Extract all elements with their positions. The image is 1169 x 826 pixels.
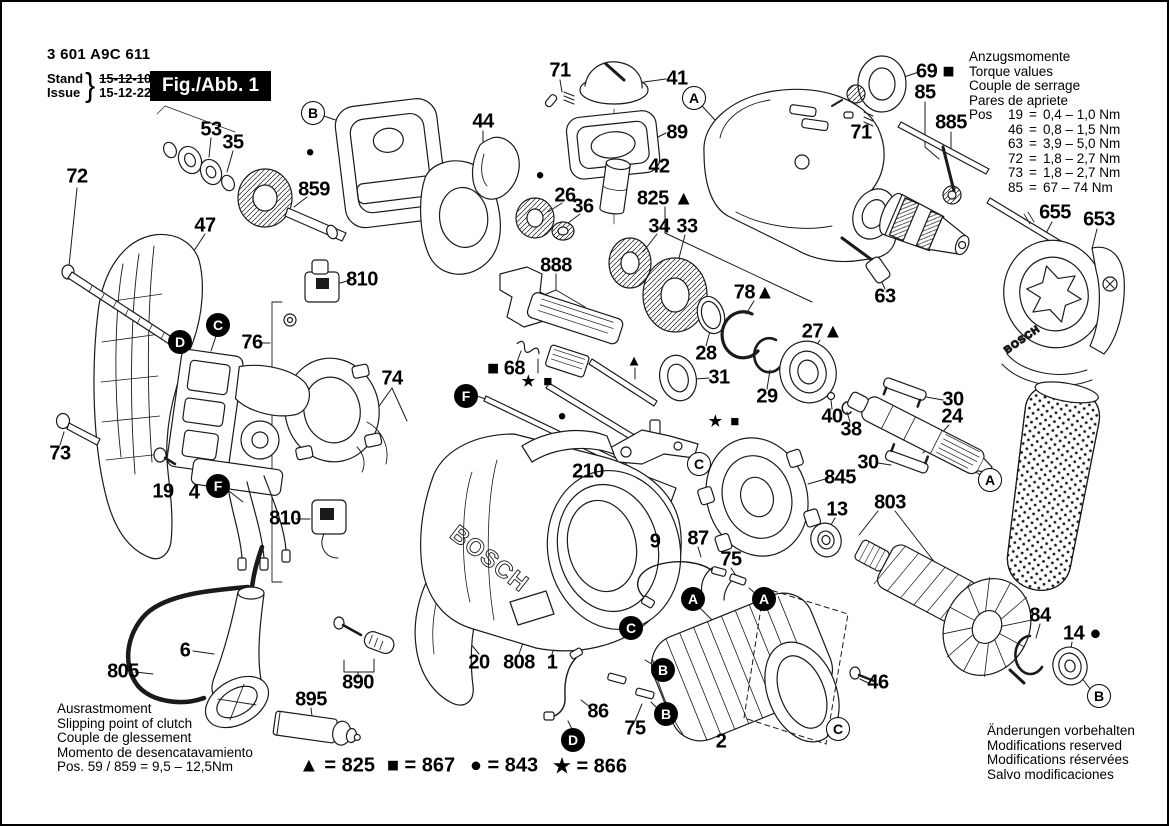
- stand-label: Stand: [47, 71, 84, 86]
- torque-title-de: Anzugsmomente: [969, 49, 1071, 64]
- torque-row: 63=3,9 – 5,0 Nm: [1007, 136, 1121, 151]
- part-bearing-plate-845: [697, 437, 842, 558]
- legend-triangle: ▲ = 825: [299, 754, 375, 777]
- issue-label: Issue: [47, 85, 81, 100]
- part-switch: [153, 349, 310, 571]
- part-wires: [543, 561, 747, 721]
- part-shift-lever: [609, 419, 699, 465]
- legend-circle: ● = 843: [469, 754, 539, 777]
- part-mode-dial: [544, 61, 661, 215]
- figure-label: Fig./Abb. 1: [150, 71, 272, 101]
- part-gear-housing: [334, 98, 520, 275]
- part-brush-plate: [271, 259, 388, 583]
- torque-title-en: Torque values: [969, 63, 1054, 79]
- torque-title-fr: Couple de serrage: [969, 78, 1081, 93]
- torque-table: Anzugsmomente Torque values Couple de se…: [969, 49, 1121, 195]
- part-clamp-890: [333, 616, 395, 654]
- legend-square: ■ = 867: [386, 754, 456, 777]
- date-current: 15-12-22: [99, 85, 152, 100]
- part-armature-803: [854, 539, 1088, 686]
- part-screw-73: [55, 412, 101, 446]
- part-handle-housing: [93, 233, 203, 560]
- revision-note: Änderungen vorbehalten Modifications res…: [987, 723, 1135, 782]
- part-gears: [515, 197, 708, 333]
- part-grease-tube: [272, 710, 361, 746]
- torque-row: 85=67 – 74 Nm: [1007, 179, 1113, 195]
- part-washers: [162, 141, 236, 192]
- part-motor-housing-main: BOSCH: [414, 429, 682, 706]
- part-cord-assembly: [125, 544, 270, 729]
- part-motor-housing-top: [703, 88, 897, 263]
- part-screw-63: [840, 236, 891, 284]
- brace-glyph: }: [85, 67, 96, 104]
- part-chuck: [879, 192, 970, 256]
- article-number: 3 601 A9C 611: [47, 46, 151, 63]
- part-spindle: [846, 377, 993, 475]
- torque-row: 46=0,8 – 1,5 Nm: [1007, 121, 1121, 137]
- part-rings-bearings: [659, 295, 852, 415]
- title-block: 3 601 A9C 611 Stand Issue } 15-12-10 15-…: [47, 46, 152, 104]
- torque-title-es: Pares de apriete: [969, 92, 1069, 108]
- part-impact-set: [499, 266, 624, 378]
- clutch-torque-note: Ausrastmoment Slipping point of clutch C…: [57, 701, 253, 774]
- date-superseded: 15-12-10: [99, 71, 152, 86]
- part-aux-handle: BOSCH: [1001, 239, 1125, 591]
- legend-star: ★ = 866: [552, 755, 628, 778]
- part-chuck-key: [897, 121, 990, 205]
- torque-row: 72=1,8 – 2,7 Nm: [1007, 150, 1121, 166]
- torque-row: 73=1,8 – 2,7 Nm: [1007, 165, 1121, 180]
- part-armature-859: [237, 168, 347, 242]
- part-stator: [651, 567, 876, 745]
- part-bearing-cap-69: [831, 55, 907, 127]
